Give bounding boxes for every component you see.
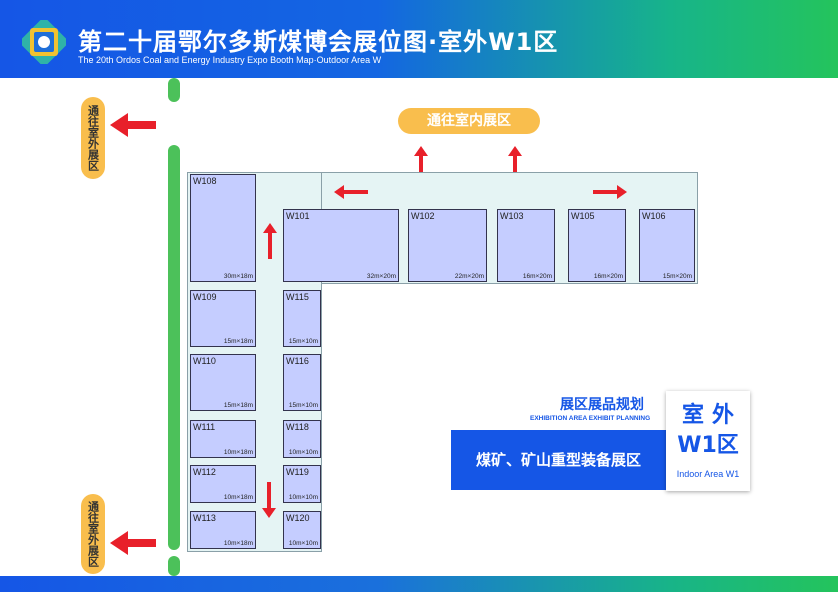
planning-title: 展区展品规划 bbox=[560, 397, 644, 413]
booth-size: 10m×10m bbox=[288, 494, 318, 501]
exit-outdoor-bottom-label: 通往室外展区 bbox=[86, 501, 100, 567]
exit-outdoor-top-label: 通往室外展区 bbox=[86, 105, 100, 171]
arrow-left-exit-bottom-icon bbox=[110, 531, 156, 555]
arrow-left-exit-top-icon bbox=[110, 113, 156, 137]
booth-size: 15m×18m bbox=[223, 338, 253, 345]
booth-size: 10m×10m bbox=[288, 540, 318, 547]
booth-size: 16m×20m bbox=[522, 273, 552, 280]
booth-id: W111 bbox=[193, 422, 216, 432]
booth-w118[interactable]: W118 10m×10m bbox=[283, 420, 321, 458]
booth-size: 15m×18m bbox=[223, 402, 253, 409]
booth-w113[interactable]: W113 10m×18m bbox=[190, 511, 256, 549]
booth-size: 10m×18m bbox=[223, 540, 253, 547]
planning-subtitle: EXHIBITION AREA EXHIBIT PLANNING bbox=[530, 415, 651, 422]
booth-size: 22m×20m bbox=[454, 273, 484, 280]
booth-id: W102 bbox=[411, 211, 435, 221]
walkway-path-top bbox=[168, 78, 180, 102]
booth-id: W120 bbox=[286, 513, 310, 523]
booth-id: W110 bbox=[193, 356, 216, 366]
arrow-left-aisle-icon bbox=[334, 185, 368, 199]
area-card-line2: W1区 bbox=[677, 433, 739, 458]
booth-size: 10m×18m bbox=[223, 494, 253, 501]
walkway-path-bottom bbox=[168, 556, 180, 576]
booth-w112[interactable]: W112 10m×18m bbox=[190, 465, 256, 503]
footer-bar bbox=[0, 576, 838, 592]
booth-w109[interactable]: W109 15m×18m bbox=[190, 290, 256, 347]
booth-size: 30m×18m bbox=[223, 273, 253, 280]
booth-size: 15m×10m bbox=[288, 338, 318, 345]
arrow-down-aisle-icon bbox=[262, 482, 276, 518]
booth-id: W109 bbox=[193, 292, 217, 302]
booth-w101[interactable]: W101 32m×20m bbox=[283, 209, 399, 282]
booth-w103[interactable]: W103 16m×20m bbox=[497, 209, 555, 282]
walkway-path-main bbox=[168, 145, 180, 550]
booth-id: W106 bbox=[642, 211, 666, 221]
booth-size: 10m×10m bbox=[288, 449, 318, 456]
booth-w106[interactable]: W106 15m×20m bbox=[639, 209, 695, 282]
booth-id: W112 bbox=[193, 467, 216, 477]
area-card: 室外 W1区 Indoor Area W1 bbox=[666, 391, 750, 491]
booth-w111[interactable]: W111 10m×18m bbox=[190, 420, 256, 458]
booth-w119[interactable]: W119 10m×10m bbox=[283, 465, 321, 503]
expo-logo-icon bbox=[22, 20, 66, 64]
booth-id: W115 bbox=[286, 292, 309, 302]
header-banner: 第二十届鄂尔多斯煤博会展位图·室外W1区 The 20th Ordos Coal… bbox=[0, 0, 838, 78]
booth-id: W113 bbox=[193, 513, 216, 523]
booth-w115[interactable]: W115 15m×10m bbox=[283, 290, 321, 347]
booth-id: W103 bbox=[500, 211, 524, 221]
booth-size: 15m×20m bbox=[662, 273, 692, 280]
booth-w108[interactable]: W108 30m×18m bbox=[190, 174, 256, 282]
page-title: 第二十届鄂尔多斯煤博会展位图·室外W1区 bbox=[78, 28, 559, 56]
booth-id: W119 bbox=[286, 467, 309, 477]
booth-size: 16m×20m bbox=[593, 273, 623, 280]
booth-w110[interactable]: W110 15m×18m bbox=[190, 354, 256, 411]
area-card-en: Indoor Area W1 bbox=[676, 469, 740, 479]
booth-w105[interactable]: W105 16m×20m bbox=[568, 209, 626, 282]
exhibit-category: 煤矿、矿山重型装备展区 bbox=[451, 430, 666, 490]
booth-size: 15m×10m bbox=[288, 402, 318, 409]
exit-outdoor-bottom[interactable]: 通往室外展区 bbox=[81, 494, 105, 574]
exit-indoor[interactable]: 通往室内展区 bbox=[398, 108, 540, 134]
arrow-up-indoor-1-icon bbox=[414, 146, 428, 172]
area-card-line1: 室外 bbox=[681, 403, 742, 428]
booth-id: W118 bbox=[286, 422, 309, 432]
exit-outdoor-top[interactable]: 通往室外展区 bbox=[81, 97, 105, 179]
page-subtitle: The 20th Ordos Coal and Energy Industry … bbox=[78, 55, 382, 65]
booth-size: 32m×20m bbox=[366, 273, 396, 280]
arrow-up-aisle-icon bbox=[263, 223, 277, 259]
booth-w120[interactable]: W120 10m×10m bbox=[283, 511, 321, 549]
arrow-up-indoor-2-icon bbox=[508, 146, 522, 172]
booth-id: W108 bbox=[193, 176, 217, 186]
booth-id: W116 bbox=[286, 356, 309, 366]
booth-w116[interactable]: W116 15m×10m bbox=[283, 354, 321, 411]
booth-id: W101 bbox=[286, 211, 310, 221]
booth-size: 10m×18m bbox=[223, 449, 253, 456]
booth-id: W105 bbox=[571, 211, 595, 221]
arrow-right-aisle-icon bbox=[593, 185, 627, 199]
booth-w102[interactable]: W102 22m×20m bbox=[408, 209, 487, 282]
